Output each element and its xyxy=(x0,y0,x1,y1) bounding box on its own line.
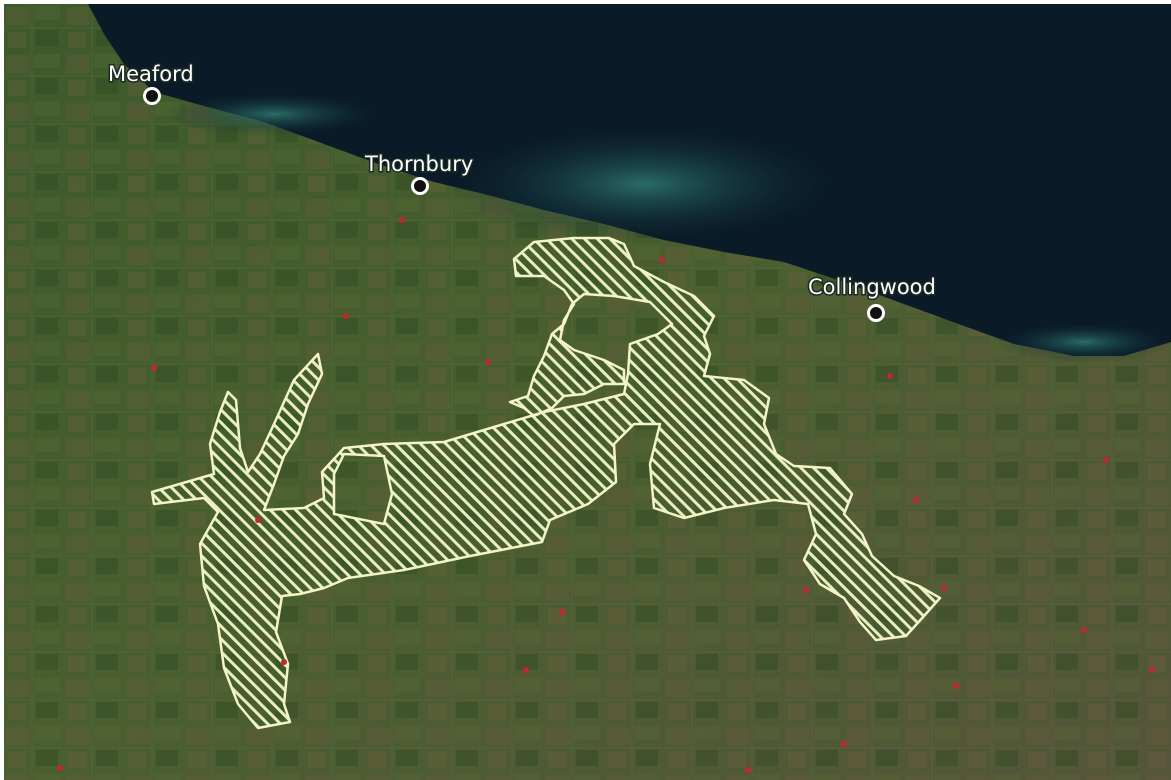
city-thornbury[interactable]: Thornbury xyxy=(363,151,475,195)
town-dot xyxy=(281,659,287,665)
town-dot xyxy=(803,587,809,593)
city-marker-icon xyxy=(867,304,885,322)
town-dot xyxy=(343,313,349,319)
town-dot xyxy=(57,765,63,771)
town-dot xyxy=(941,585,947,591)
shallow-water xyxy=(444,124,844,244)
shallow-water-west xyxy=(164,92,384,136)
town-dot xyxy=(485,359,491,365)
town-dot xyxy=(745,767,751,773)
town-dot xyxy=(1081,627,1087,633)
town-dot xyxy=(523,667,529,673)
city-collingwood[interactable]: Collingwood xyxy=(807,274,937,322)
city-marker-icon xyxy=(143,87,161,105)
city-label-meaford: Meaford xyxy=(108,62,194,86)
city-marker-icon xyxy=(411,177,429,195)
city-label-thornbury: Thornbury xyxy=(364,152,473,176)
highlighted-region[interactable] xyxy=(150,236,942,730)
city-meaford[interactable]: Meaford xyxy=(107,61,195,105)
town-dot xyxy=(841,741,847,747)
town-dot xyxy=(887,373,893,379)
city-label-collingwood: Collingwood xyxy=(808,275,936,299)
town-dot xyxy=(1149,667,1155,673)
town-dot xyxy=(255,517,261,523)
town-dot xyxy=(1103,457,1109,463)
shallow-water-east xyxy=(994,322,1171,362)
town-dot xyxy=(559,609,565,615)
town-dot xyxy=(953,683,959,689)
town-dot xyxy=(399,217,405,223)
town-dot xyxy=(151,365,157,371)
satellite-map[interactable]: Meaford Thornbury Collingwood xyxy=(4,4,1171,780)
town-dot xyxy=(659,257,665,263)
town-dots xyxy=(57,217,1155,773)
town-dot xyxy=(913,497,919,503)
